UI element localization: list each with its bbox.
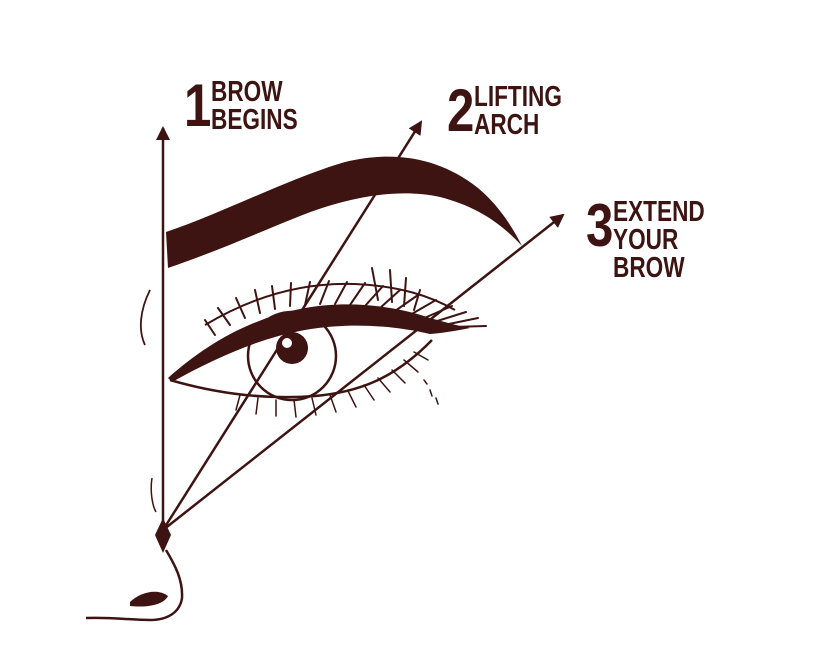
- step-label-3: EXTEND YOUR BROW: [613, 196, 706, 284]
- step-number-1: 1: [184, 72, 211, 139]
- step-1-line-1: BROW: [211, 76, 284, 108]
- nose-bridge: [150, 477, 157, 513]
- step-1-line-2: BEGINS: [211, 104, 299, 136]
- step-2-line-2: ARCH: [474, 109, 540, 141]
- face-contour: [139, 289, 151, 346]
- step-3-line-2: YOUR: [613, 224, 679, 256]
- eyebrow-shape: [166, 156, 522, 268]
- step-3-line-3: BROW: [613, 252, 686, 284]
- nose-anchor-diamond: [155, 518, 171, 553]
- eye-highlight: [282, 338, 292, 348]
- step-3-line-1: EXTEND: [613, 196, 706, 228]
- step-extend-your-brow: 3 EXTEND YOUR BROW: [586, 192, 731, 284]
- upper-eyelid: [168, 304, 470, 382]
- step-label-2: LIFTING ARCH: [474, 81, 563, 141]
- upper-lashes: [204, 267, 487, 336]
- lower-lashes: [235, 351, 429, 418]
- nose-outline: [85, 549, 184, 622]
- step-lifting-arch: 2 LIFTING ARCH: [447, 77, 587, 144]
- outer-corner-specks: [423, 379, 439, 405]
- iris: [246, 310, 338, 402]
- step-brow-begins: 1 BROW BEGINS: [184, 72, 323, 139]
- nostril: [130, 591, 168, 607]
- pupil: [276, 332, 308, 364]
- guide-line-extend-brow: [162, 213, 565, 531]
- step-number-2: 2: [447, 77, 474, 144]
- step-label-1: BROW BEGINS: [211, 76, 299, 136]
- lower-eyelid: [169, 339, 433, 399]
- step-number-3: 3: [586, 192, 613, 259]
- eyelid-crease: [204, 282, 456, 326]
- step-2-line-1: LIFTING: [474, 81, 563, 113]
